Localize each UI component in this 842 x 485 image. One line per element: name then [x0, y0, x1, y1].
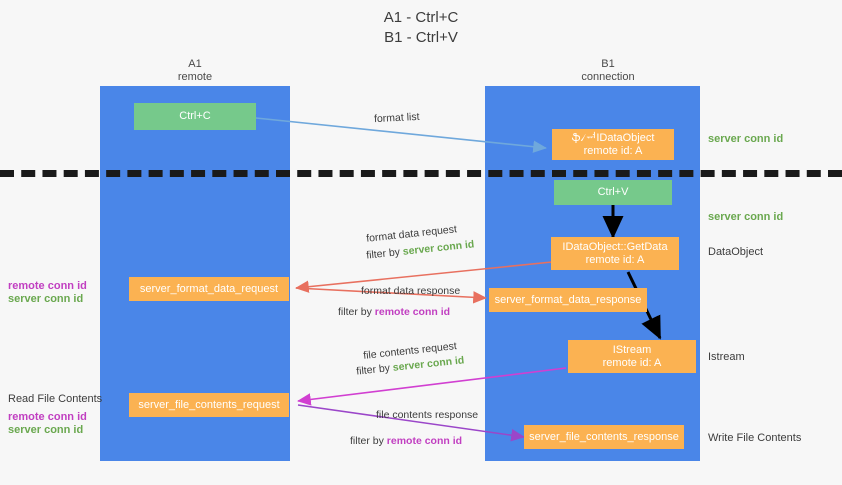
annotation-dataobject: DataObject: [708, 246, 764, 258]
node-idataobject-getdata-label: IDataObject::GetData: [562, 240, 668, 253]
node-format-list-dataobject-sub: remote id: A: [583, 144, 643, 157]
caption-format-list: format list: [373, 110, 420, 126]
annotation-server-conn-id-file: server conn id: [8, 424, 84, 436]
caption-format-data-request-filter-prefix: filter by: [365, 245, 404, 262]
edge-format-data-request: [295, 261, 553, 293]
caption-file-contents-response-filter-value: remote conn id: [386, 435, 463, 447]
caption-file-contents-response: file contents response: [376, 409, 479, 421]
annotation-write-file-contents: Write File Contents: [708, 432, 802, 444]
edge-file-contents-response: [297, 404, 525, 442]
node-istream-sub: remote id: A: [602, 356, 662, 369]
node-server-file-contents-response[interactable]: server_file_contents_response: [524, 425, 684, 449]
node-server-format-data-response[interactable]: server_format_data_response: [489, 288, 647, 312]
edge-format-list: [255, 117, 547, 153]
annotation-server-conn-id-format: server conn id: [8, 293, 84, 305]
node-format-list-dataobject-label: ֆ৴ᆏIDataObject: [571, 131, 655, 144]
node-istream-label: IStream: [612, 343, 652, 356]
time-divider: [0, 170, 842, 177]
node-ctrl-v-label: Ctrl+V: [597, 186, 629, 198]
caption-file-contents-request-filter-prefix: filter by: [355, 361, 394, 378]
node-idataobject-getdata-sub: remote id: A: [585, 253, 645, 266]
caption-format-data-response-filter: filter by remote conn id: [338, 305, 450, 319]
caption-format-data-response-filter-prefix: filter by: [338, 306, 375, 318]
edge-file-contents-request: [297, 367, 567, 406]
caption-file-contents-response-filter-prefix: filter by: [350, 435, 387, 447]
annotation-read-file-contents: Read File Contents: [8, 393, 103, 405]
column-header-b1: B1 connection: [538, 58, 678, 84]
page-title: A1 - Ctrl+C B1 - Ctrl+V: [0, 8, 842, 48]
node-server-file-contents-response-label: server_file_contents_response: [529, 430, 679, 443]
column-header-b1-name: B1: [601, 58, 615, 70]
annotation-remote-conn-id-format: remote conn id: [8, 280, 87, 292]
node-istream[interactable]: IStream remote id: A: [568, 340, 696, 373]
node-ctrl-c-label: Ctrl+C: [179, 110, 211, 122]
node-server-file-contents-request-label: server_file_contents_request: [138, 398, 280, 411]
title-line-2: B1 - Ctrl+V: [384, 29, 458, 46]
column-header-a1-role: remote: [177, 71, 213, 83]
edge-format-data-response: [295, 287, 487, 304]
column-header-a1: A1 remote: [125, 58, 265, 84]
annotation-istream: Istream: [708, 351, 745, 363]
node-ctrl-v[interactable]: Ctrl+V: [554, 180, 672, 205]
node-ctrl-c[interactable]: Ctrl+C: [134, 103, 256, 130]
node-server-format-data-response-label: server_format_data_response: [494, 293, 642, 306]
column-header-b1-role: connection: [581, 71, 635, 83]
node-server-format-data-request-label: server_format_data_request: [139, 282, 279, 295]
annotation-server-conn-id-getdata: server conn id: [708, 211, 784, 223]
title-line-1: A1 - Ctrl+C: [383, 9, 459, 26]
node-server-file-contents-request[interactable]: server_file_contents_request: [129, 393, 289, 417]
column-header-a1-name: A1: [188, 58, 202, 70]
annotation-server-conn-id-top: server conn id: [708, 133, 784, 145]
node-idataobject-getdata[interactable]: IDataObject::GetData remote id: A: [551, 237, 679, 270]
caption-format-data-response-filter-value: remote conn id: [374, 306, 451, 318]
annotation-remote-conn-id-file: remote conn id: [8, 411, 87, 423]
node-server-format-data-request[interactable]: server_format_data_request: [129, 277, 289, 301]
caption-file-contents-response-filter: filter by remote conn id: [350, 434, 462, 448]
caption-format-data-response: format data response: [361, 285, 461, 297]
node-format-list-dataobject[interactable]: ֆ৴ᆏIDataObject remote id: A: [552, 129, 674, 160]
